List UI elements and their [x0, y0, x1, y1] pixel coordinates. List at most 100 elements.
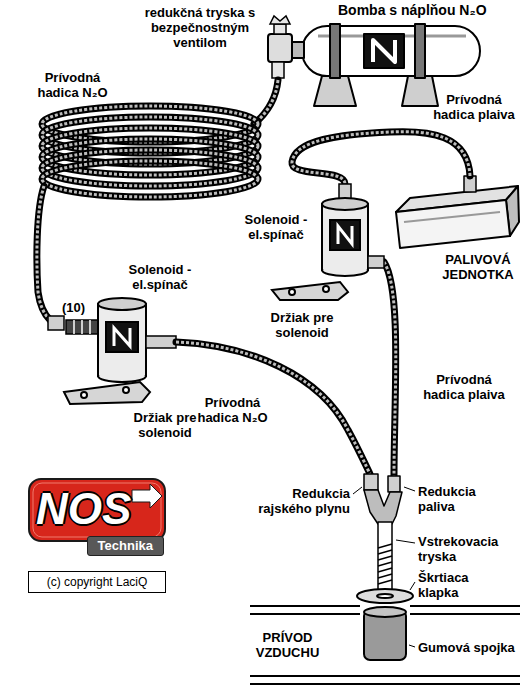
- injection-nozzle: [378, 568, 392, 572]
- safety-valve-jet: [270, 16, 290, 24]
- n2o-hose: [176, 342, 370, 474]
- safety-valve-jet: [272, 62, 284, 78]
- part-label: Redukcia paliva: [418, 484, 490, 514]
- left-solenoid: [99, 360, 145, 375]
- part-label: Držiak pre solenoid: [125, 410, 205, 440]
- left-solenoid-bracket: [123, 387, 129, 393]
- n2o-hose-coil: [37, 186, 50, 320]
- logo-badge: NOSTechnika: [28, 478, 166, 564]
- air-duct: [250, 606, 520, 684]
- injection-nozzle: [378, 544, 392, 548]
- leader-line: [396, 540, 415, 543]
- left-solenoid: [98, 304, 146, 376]
- injection-nozzle: [378, 550, 392, 554]
- n2o-bottle: [364, 34, 404, 68]
- fuel-hose: [292, 132, 470, 184]
- fuel-unit: [396, 200, 510, 248]
- left-solenoid-bracket: [64, 382, 150, 404]
- part-label: Gumová spojka: [418, 640, 515, 655]
- right-solenoid: [323, 256, 367, 269]
- hose-fitting: [73, 320, 75, 334]
- n2o-hose-coil: [254, 80, 278, 124]
- part-label: redukčná tryska s bezpečnostným ventilom: [140, 5, 260, 50]
- injection-nozzle: [388, 476, 400, 492]
- leader-line: [410, 582, 415, 590]
- n2o-hose-coil: [254, 80, 278, 124]
- hose-fitting: [48, 316, 64, 330]
- left-solenoid: [98, 298, 146, 310]
- fuel-unit: [404, 212, 500, 222]
- part-label: Redukcia rajského plynu: [248, 486, 350, 516]
- injection-nozzle: [364, 490, 402, 524]
- copyright-text: (c) copyright LaciQ: [47, 575, 148, 589]
- hose-fitting: [48, 316, 98, 334]
- throttle-plate: [377, 594, 393, 598]
- n2o-bottle: [415, 24, 425, 78]
- leader-line: [409, 645, 415, 647]
- injection-nozzle: [378, 562, 392, 566]
- safety-valve-jet: [274, 24, 286, 34]
- part-label: Držiak pre solenoid: [262, 310, 342, 340]
- n2o-hose-coil: [42, 161, 258, 197]
- injection-nozzle: [378, 556, 392, 560]
- n2o-bottle: [330, 24, 340, 78]
- part-label: Vstrekovacia tryska: [418, 534, 513, 564]
- logo-shape: [29, 479, 165, 541]
- throttle-plate: [357, 589, 413, 603]
- n2o-hose-coil: [42, 161, 258, 197]
- n2o-bottle: [268, 34, 292, 62]
- part-label: Škrtiaca klapka: [418, 570, 493, 600]
- part-label: Prívodná hadica N₂O: [30, 70, 115, 100]
- part-label: PALIVOVÁ JEDNOTKA: [438, 252, 518, 282]
- fuel-unit: [396, 176, 519, 248]
- n2o-hose-coil: [37, 80, 278, 320]
- callout-number: (10): [62, 300, 85, 315]
- right-solenoid: [322, 184, 384, 276]
- injection-nozzle: [378, 580, 392, 584]
- left-solenoid: [146, 336, 176, 348]
- leader-line: [404, 487, 415, 491]
- right-solenoid: [322, 198, 368, 210]
- hose-fitting: [81, 320, 83, 334]
- part-label: Prívodná hadica plaiva: [428, 92, 520, 122]
- n2o-bottle: [302, 26, 480, 76]
- logo-shape: [33, 483, 161, 537]
- air-duct: [250, 676, 520, 684]
- injection-nozzle: [378, 574, 392, 578]
- injection-nozzle: [378, 522, 392, 590]
- n2o-hose-coil: [37, 186, 50, 320]
- part-label: Bomba s náplňou N₂O: [338, 3, 487, 18]
- hose-fitting: [66, 320, 98, 334]
- rubber-coupling: [364, 607, 406, 617]
- copyright-box: (c) copyright LaciQ: [28, 571, 166, 593]
- part-label: PRÍVOD VZDUCHU: [250, 630, 325, 660]
- logo-subtitle: Technika: [87, 536, 164, 556]
- fuel-hose: [292, 132, 470, 184]
- fuel-hose: [384, 262, 396, 476]
- logo-shape: [132, 484, 162, 508]
- hose-fitting: [89, 320, 91, 334]
- left-solenoid: [106, 322, 138, 352]
- safety-valve-jet: [270, 16, 290, 78]
- leader-line: [353, 487, 415, 647]
- right-solenoid-bracket: [289, 289, 295, 295]
- n2o-bottle: [314, 76, 356, 106]
- rubber-coupling: [364, 607, 406, 660]
- right-solenoid: [330, 220, 360, 250]
- fuel-hose: [384, 262, 396, 476]
- fuel-hose: [292, 132, 470, 476]
- part-label: Prívodná hadica N₂O: [190, 395, 275, 425]
- right-solenoid: [368, 256, 384, 268]
- n2o-hose: [176, 342, 370, 474]
- left-solenoid-bracket: [64, 382, 150, 404]
- n2o-bottle: [373, 40, 395, 62]
- right-solenoid: [322, 204, 368, 270]
- left-solenoid: [114, 328, 130, 346]
- throttle-plate: [357, 589, 413, 603]
- logo-text: NOS: [36, 484, 131, 534]
- right-solenoid-bracket: [323, 286, 329, 292]
- leader-line: [353, 487, 362, 494]
- right-solenoid-bracket: [272, 282, 348, 300]
- right-solenoid: [338, 226, 352, 244]
- part-label: Prívodná hadica plaiva: [418, 372, 510, 402]
